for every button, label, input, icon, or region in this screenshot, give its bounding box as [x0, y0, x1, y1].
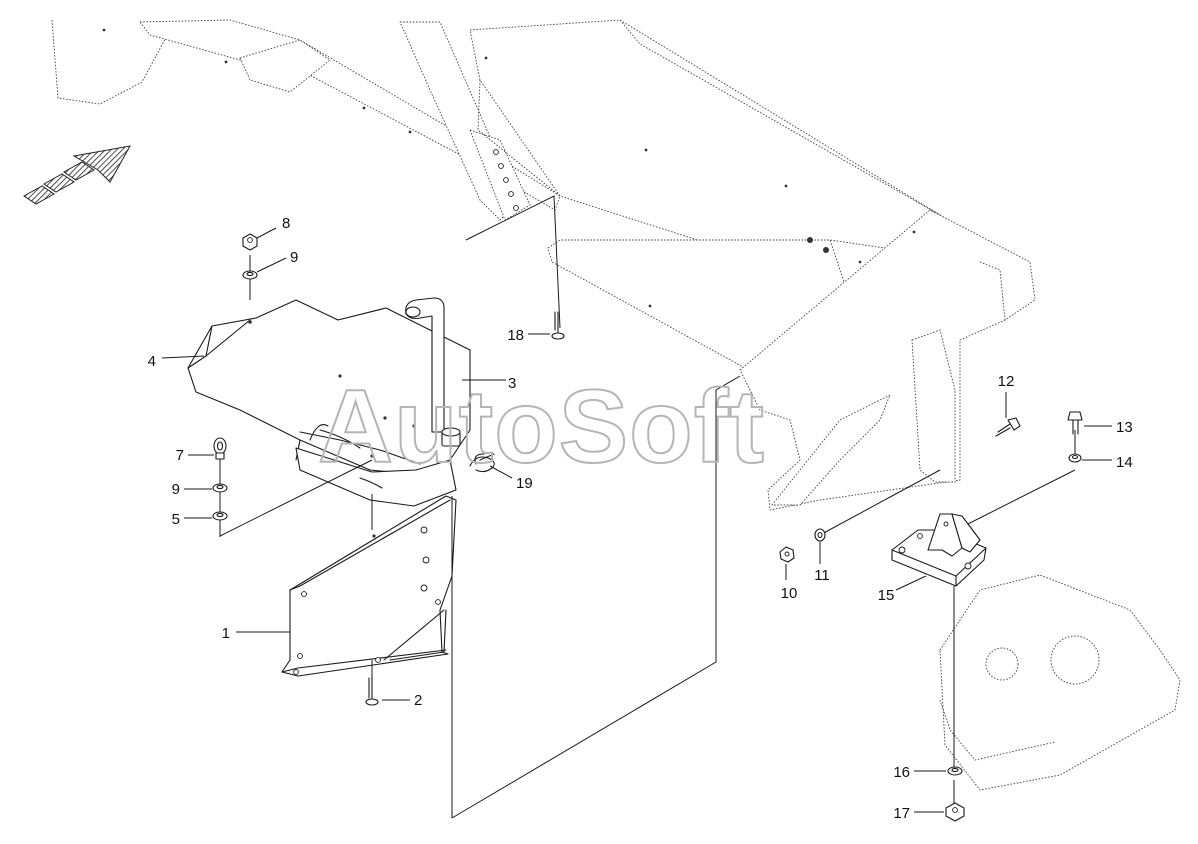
callout-19: 19 — [516, 475, 533, 492]
part-8-nut — [242, 233, 258, 251]
part-19-r-clip — [469, 453, 495, 473]
part-9-washer-lower — [212, 483, 228, 493]
callout-3: 3 — [508, 375, 516, 392]
callout-8: 8 — [282, 215, 290, 232]
part-16-washer — [947, 766, 963, 776]
callout-9-upper: 9 — [290, 249, 298, 266]
callout-leaders — [161, 227, 1112, 813]
part-9-washer-upper — [242, 270, 258, 280]
part-12-bolt — [995, 417, 1021, 437]
watermark-text: AutoSoft — [318, 369, 765, 485]
callout-14: 14 — [1116, 454, 1133, 471]
callout-16: 16 — [893, 764, 910, 781]
callout-15: 15 — [878, 587, 895, 604]
assembly-lines — [219, 195, 1076, 819]
callout-5: 5 — [172, 511, 180, 528]
callout-7: 7 — [176, 447, 184, 464]
part-4-cover-plate — [187, 299, 471, 507]
callout-18: 18 — [507, 327, 524, 344]
callout-17: 17 — [893, 805, 910, 822]
callout-13: 13 — [1116, 419, 1133, 436]
part-11-washer — [814, 528, 826, 542]
frame-rivets — [102, 28, 916, 308]
callout-4: 4 — [148, 353, 156, 370]
callout-9-lower: 9 — [172, 481, 180, 498]
callout-labels: 1 2 3 4 5 7 8 9 9 10 11 12 13 14 15 16 1… — [148, 215, 1133, 822]
part-13-bolt — [1067, 411, 1083, 435]
callout-1: 1 — [222, 625, 230, 642]
callout-11: 11 — [814, 567, 830, 584]
part-5-washer — [212, 511, 228, 521]
part-15-bracket — [891, 513, 987, 587]
frame-slot-holes — [493, 149, 519, 211]
part-1-guard-plate — [281, 495, 457, 677]
callout-12: 12 — [998, 373, 1015, 390]
part-14-washer — [1068, 453, 1082, 463]
part-18-bolt — [551, 311, 565, 340]
part-3-pin — [405, 297, 461, 447]
part-17-nut — [945, 802, 965, 822]
part-7-eye-bolt — [213, 437, 227, 460]
direction-arrow-icon — [23, 145, 131, 205]
part-10-nut — [779, 546, 795, 563]
part-2-bolt — [365, 677, 379, 706]
machine-frame — [51, 19, 1181, 791]
callout-10: 10 — [781, 585, 798, 602]
callout-2: 2 — [414, 692, 422, 709]
